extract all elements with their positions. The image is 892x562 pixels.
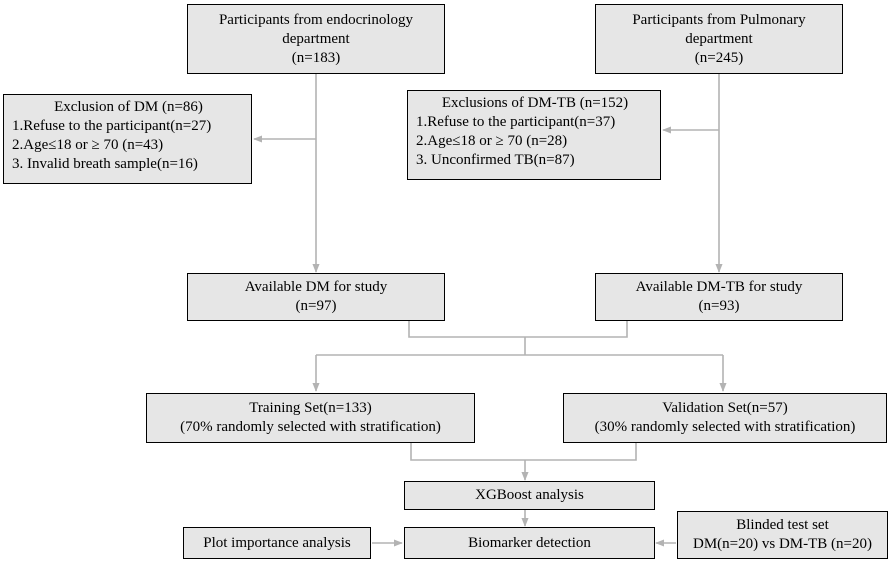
pulm-line-2: department [685, 30, 753, 47]
available-dm-box: Available DM for study (n=97) [187, 273, 445, 321]
xgboost-analysis-label: XGBoost analysis [475, 487, 584, 503]
endo-line-1: Participants from endocrinology [218, 11, 414, 28]
xgboost-analysis-box: XGBoost analysis [404, 481, 655, 510]
exclusion-dm-box: Exclusion of DM (n=86) 1.Refuse to the p… [3, 94, 252, 184]
exclusion-dmtb-box: Exclusions of DM-TB (n=152) 1.Refuse to … [407, 90, 661, 180]
exclusion-dmtb-item-1: 1.Refuse to the participant(n=37) [416, 114, 616, 130]
training-set-line-1: Training Set(n=133) [249, 400, 372, 416]
biomarker-detection-label: Biomarker detection [468, 534, 591, 551]
endo-line-2: department [282, 30, 350, 47]
blinded-test-set-line-2: DM(n=20) vs DM-TB (n=20) [693, 536, 872, 552]
training-set-box: Training Set(n=133) (70% randomly select… [146, 393, 475, 443]
validation-set-line-2: (30% randomly selected with stratificati… [594, 419, 856, 435]
exclusion-dmtb-item-2: 2.Age≤18 or ≥ 70 (n=28) [416, 133, 568, 149]
exclusion-dmtb-item-3: 3. Unconfirmed TB(n=87) [416, 152, 575, 168]
training-set-line-2: (70% randomly selected with stratificati… [180, 419, 441, 435]
validation-set-box: Validation Set(n=57) (30% randomly selec… [563, 393, 887, 443]
edge-sets-merge [410, 443, 637, 461]
plot-importance-label: Plot importance analysis [203, 534, 351, 551]
available-dmtb-line-1: Available DM-TB for study [635, 279, 803, 295]
plot-importance-box: Plot importance analysis [183, 527, 371, 559]
pulm-line-1: Participants from Pulmonary [632, 11, 806, 28]
participants-endocrinology-box: Participants from endocrinology departme… [187, 4, 445, 74]
validation-set-line-1: Validation Set(n=57) [662, 400, 788, 416]
pulm-line-3: (n=245) [694, 49, 744, 66]
available-dmtb-box: Available DM-TB for study (n=93) [595, 273, 843, 321]
edge-available-merge [408, 321, 628, 338]
exclusion-dm-item-3: 3. Invalid breath sample(n=16) [12, 156, 198, 172]
blinded-test-set-box: Blinded test set DM(n=20) vs DM-TB (n=20… [677, 511, 888, 559]
available-dmtb-line-2: (n=93) [698, 298, 740, 314]
available-dm-line-1: Available DM for study [244, 279, 388, 295]
exclusion-dm-item-2: 2.Age≤18 or ≥ 70 (n=43) [12, 137, 164, 153]
exclusion-dmtb-title: Exclusions of DM-TB (n=152) [441, 95, 629, 111]
available-dm-line-2: (n=97) [295, 298, 337, 314]
blinded-test-set-line-1: Blinded test set [736, 517, 829, 533]
endo-line-3: (n=183) [291, 49, 341, 66]
biomarker-detection-box: Biomarker detection [404, 527, 655, 559]
participants-pulmonary-box: Participants from Pulmonary department (… [595, 4, 843, 74]
exclusion-dm-title: Exclusion of DM (n=86) [54, 99, 203, 115]
exclusion-dm-item-1: 1.Refuse to the participant(n=27) [12, 118, 212, 134]
